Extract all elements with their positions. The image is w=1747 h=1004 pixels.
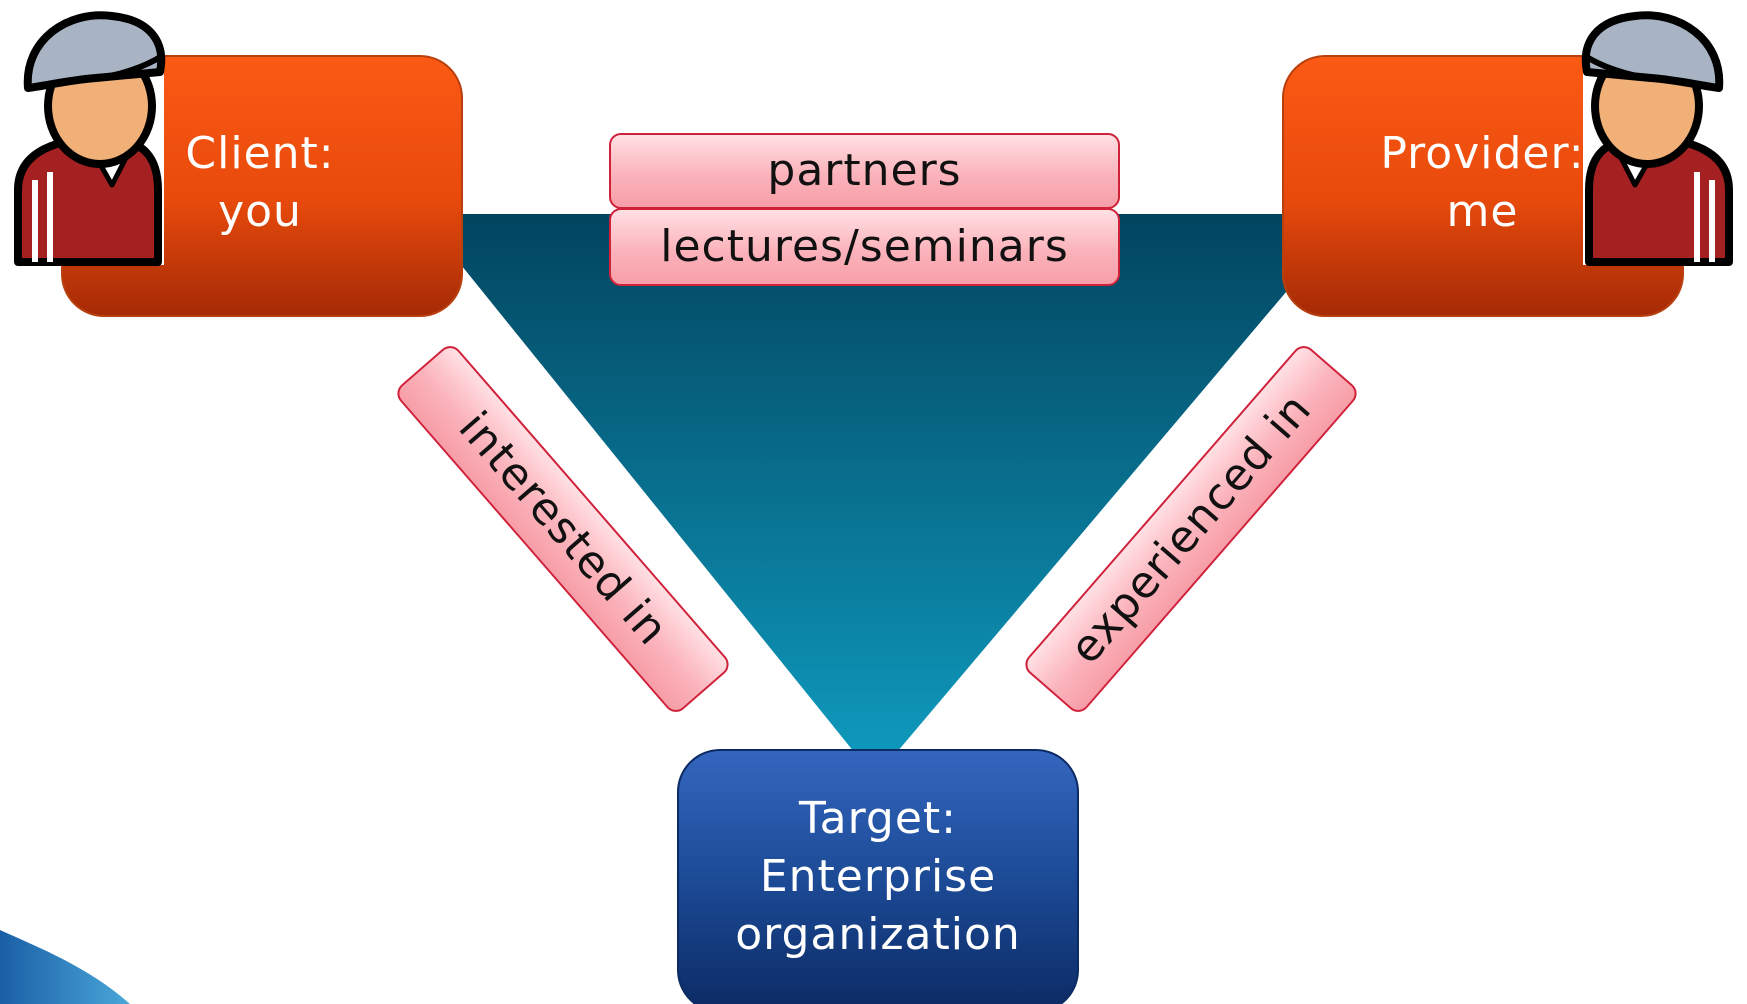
target-label-line2: Enterprise (759, 851, 997, 902)
edge-label-partners: partners (609, 133, 1120, 209)
decorative-swoosh (0, 930, 130, 1004)
client-label-line2: you (218, 186, 302, 237)
client-label: Client: you (160, 125, 360, 241)
target-label-line3: organization (735, 909, 1021, 960)
provider-label-line2: me (1446, 186, 1519, 237)
person-icon (1581, 11, 1733, 266)
triangle-background (420, 214, 1352, 778)
edge-label-lectures: lectures/seminars (609, 208, 1120, 286)
edge-label-partners-text: partners (767, 145, 962, 196)
target-label-line1: Target: (799, 793, 957, 844)
person-icon (14, 11, 166, 266)
client-label-line1: Client: (185, 128, 335, 179)
edge-label-lectures-text: lectures/seminars (660, 221, 1069, 272)
target-node[interactable] (677, 749, 1079, 1004)
provider-label: Provider: me (1370, 125, 1595, 241)
provider-label-line1: Provider: (1380, 128, 1585, 179)
target-label: Target: Enterprise organization (678, 790, 1078, 964)
